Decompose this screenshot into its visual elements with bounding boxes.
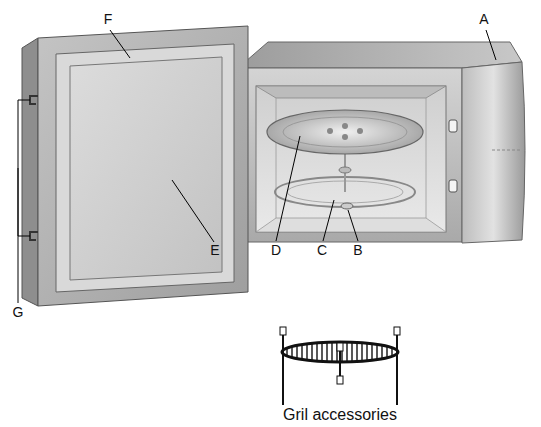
part-letter: E [210, 243, 219, 258]
part-letter: G [13, 305, 24, 320]
part-letter: D [271, 243, 281, 258]
part-letter: A [479, 12, 488, 27]
part-letter: F [104, 12, 113, 27]
part-letter: C [317, 243, 327, 258]
grill-rack [280, 327, 400, 405]
accessory-caption: Gril accessories [283, 406, 397, 424]
part-letter: B [353, 243, 362, 258]
